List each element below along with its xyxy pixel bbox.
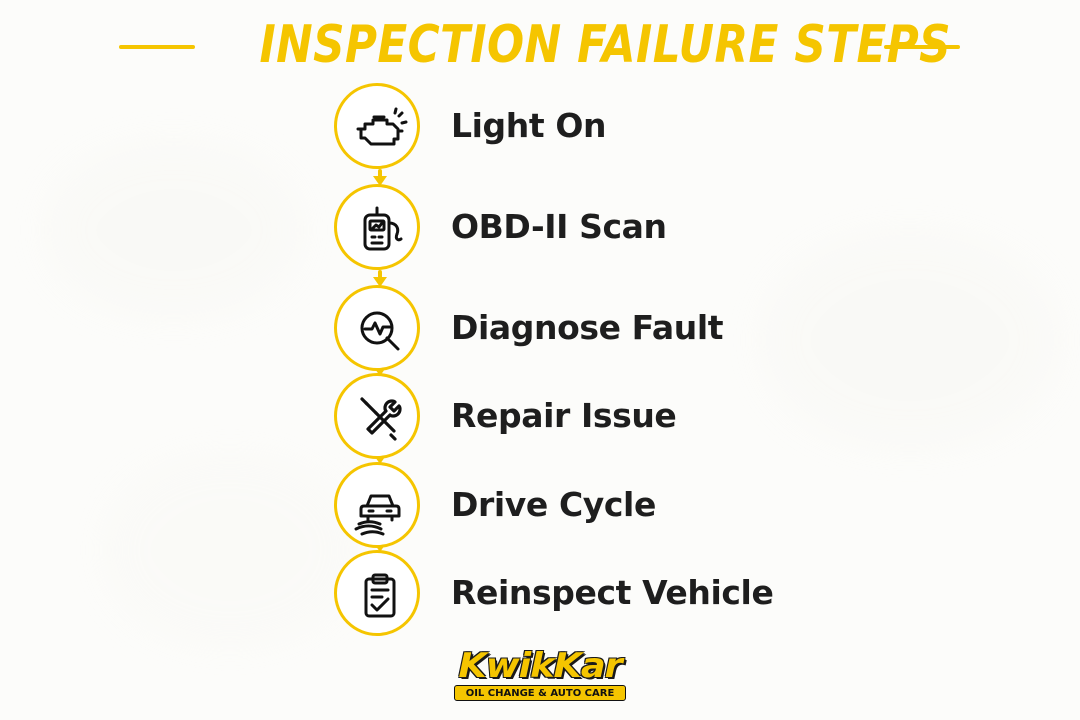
clipboard-check-icon <box>364 573 396 618</box>
step-reinspect-vehicle: Reinspect Vehicle <box>334 550 774 642</box>
step-light-on: Light On <box>334 83 754 175</box>
page-title-area: INSPECTION FAILURE STEPS <box>0 14 1080 76</box>
step-label: Diagnose Fault <box>451 308 724 347</box>
step-label: OBD-II Scan <box>451 207 667 246</box>
brand-name: KwikKar <box>458 646 622 686</box>
wrench-screwdriver-icon <box>360 397 402 441</box>
down-arrow-icon <box>373 454 387 464</box>
brand-logo: KwikKar OIL CHANGE & AUTO CARE <box>420 645 660 707</box>
step-drive-cycle: Drive Cycle <box>334 462 754 554</box>
step-icon-ring <box>334 373 420 459</box>
step-repair-issue: Repair Issue <box>334 373 754 465</box>
title-right-divider <box>884 45 960 49</box>
car-drive-icon <box>354 494 401 536</box>
step-diagnose-fault: Diagnose Fault <box>334 285 754 377</box>
step-icon-ring <box>334 184 420 270</box>
step-label: Light On <box>451 106 607 145</box>
brand-tagline: OIL CHANGE & AUTO CARE <box>454 685 626 701</box>
down-arrow-icon <box>373 176 387 186</box>
step-icon-ring <box>334 550 420 636</box>
step-label: Reinspect Vehicle <box>451 573 774 612</box>
step-obd-ii-scan: OBD-II Scan <box>334 184 754 276</box>
step-connector <box>378 270 382 282</box>
title-left-divider <box>119 45 195 49</box>
check-engine-icon <box>356 107 408 146</box>
diagnostic-magnifier-icon <box>360 311 400 351</box>
down-arrow-icon <box>373 366 387 376</box>
step-icon-ring <box>334 462 420 548</box>
down-arrow-icon <box>373 277 387 287</box>
step-label: Drive Cycle <box>451 485 656 524</box>
step-icon-ring <box>334 83 420 169</box>
step-label: Repair Issue <box>451 396 677 435</box>
step-connector <box>378 169 382 181</box>
obd-scanner-icon <box>363 206 403 251</box>
step-icon-ring <box>334 285 420 371</box>
